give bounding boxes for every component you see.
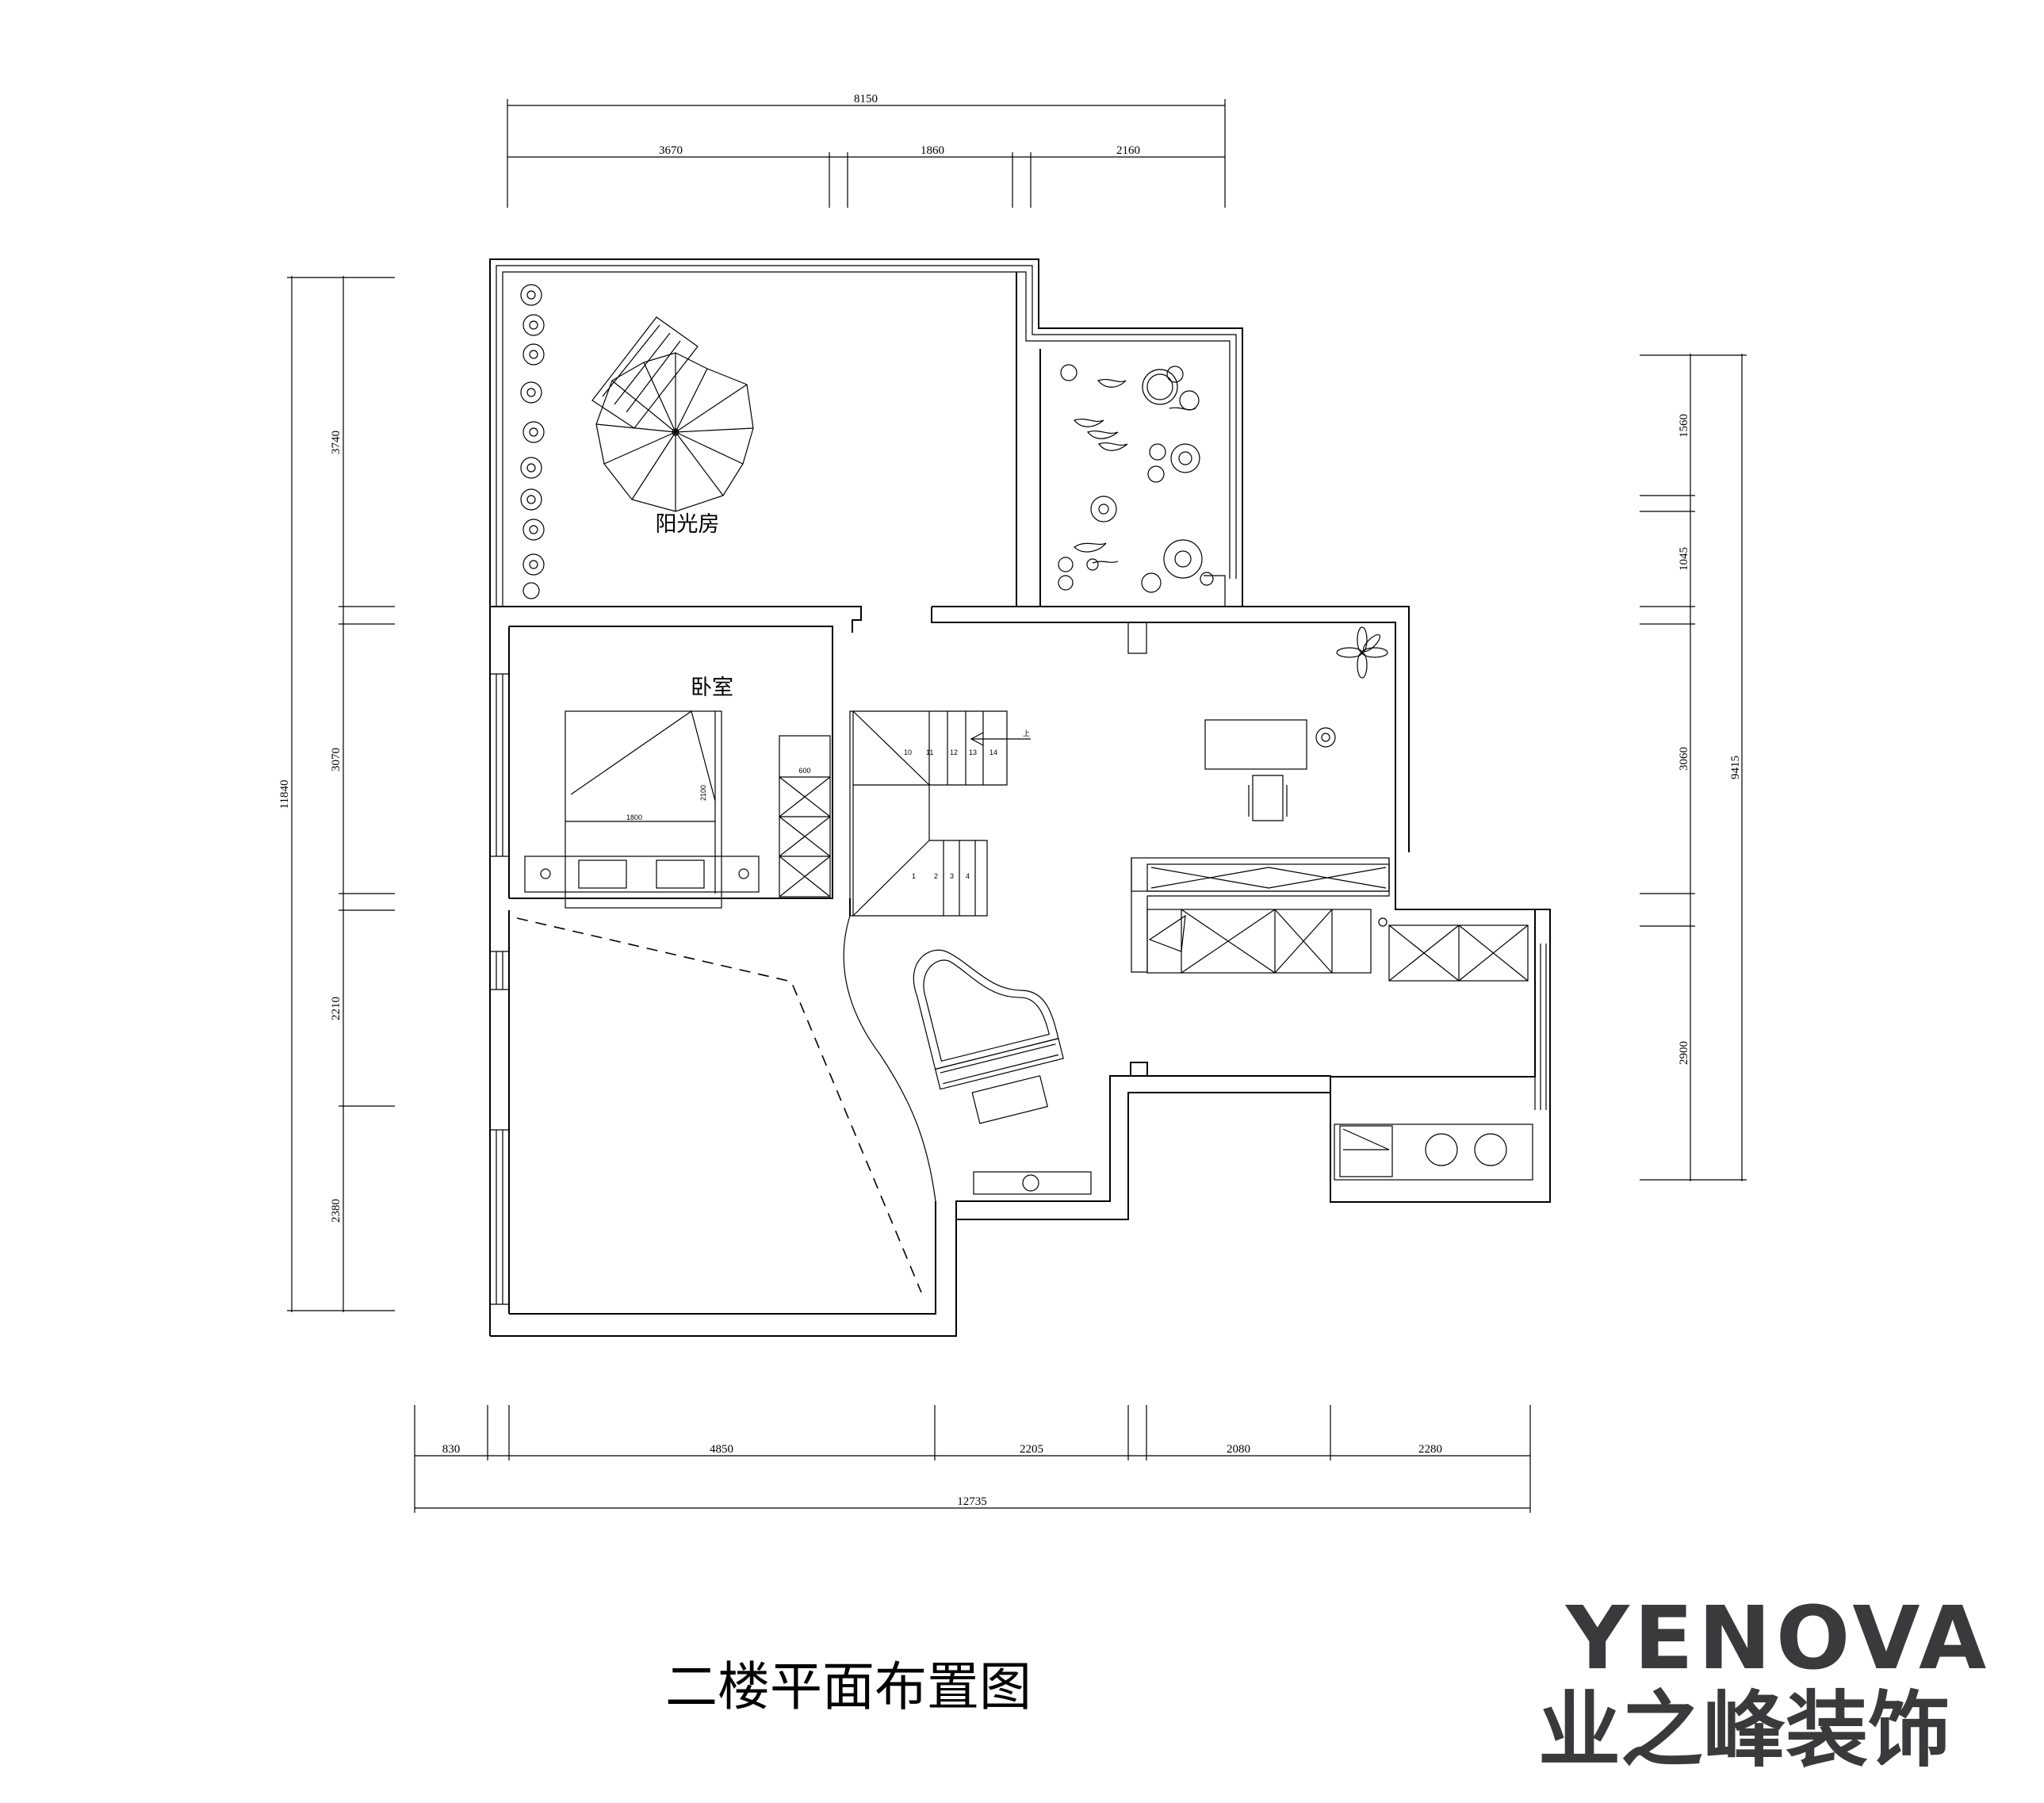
dim-right-total: 9415: [1729, 756, 1742, 779]
dim-right-3: 3060: [1678, 747, 1690, 771]
kitchen-counter: [1334, 1124, 1533, 1181]
room-label-bedroom: 卧室: [691, 676, 733, 700]
garden-plants: [1058, 364, 1214, 593]
wardrobe-depth-label: 600: [798, 767, 810, 775]
dim-right-2: 1045: [1678, 547, 1690, 571]
dim-top-2: 1860: [921, 144, 944, 157]
dim-right-4: 2900: [1678, 1041, 1690, 1065]
study-furniture: [1131, 626, 1529, 982]
stair-step-1: 1: [912, 872, 916, 880]
dim-bottom-4: 2080: [1227, 1443, 1250, 1456]
dimension-lines: [287, 99, 1747, 1513]
stair-step-12: 12: [950, 748, 958, 756]
dim-left-4: 2380: [330, 1199, 343, 1223]
dim-right-1: 1560: [1678, 414, 1690, 438]
dim-left-total: 11840: [278, 780, 291, 810]
living-area-lines: [516, 915, 936, 1293]
dim-left-2: 3070: [330, 748, 343, 771]
sunroom-furniture: [520, 284, 1214, 599]
walls: [489, 258, 1551, 1337]
stair-step-13: 13: [969, 748, 977, 756]
brand-name-en: YENOVA: [1564, 1587, 1991, 1689]
stair-step-11: 11: [926, 748, 933, 756]
dim-top-3: 2160: [1116, 144, 1140, 157]
room-label-sunroom: 阳光房: [656, 512, 720, 537]
stair-up-label: 上: [1023, 729, 1030, 737]
stair-step-14: 14: [989, 748, 997, 756]
planter-row: [520, 284, 545, 599]
piano: [913, 949, 1064, 1124]
stair-step-4: 4: [966, 872, 970, 880]
staircase: 上 10 11 12 13 14 1 2 3 4: [849, 710, 1031, 917]
bed-length-label: 2100: [699, 785, 707, 801]
stair-step-3: 3: [950, 872, 954, 880]
dim-bottom-5: 2280: [1418, 1443, 1442, 1456]
stair-step-2: 2: [934, 872, 938, 880]
bedroom-furniture: 1800 2100 600: [524, 710, 831, 909]
bed-width-label: 1800: [626, 813, 642, 821]
dimension-labels: 8150 3670 1860 2160 11840 3740 3070 2210…: [278, 93, 1742, 1508]
tv-cabinet: [973, 1171, 1092, 1195]
dim-left-1: 3740: [330, 431, 343, 454]
dim-left-3: 2210: [330, 997, 343, 1020]
dim-bottom-1: 830: [442, 1443, 461, 1456]
brand-name-cn: 业之峰装饰: [1538, 1682, 1950, 1778]
dim-top-1: 3670: [659, 144, 683, 157]
drawing-title: 二楼平面布置图: [665, 1656, 1032, 1717]
dim-top-total: 8150: [854, 93, 878, 105]
dim-bottom-3: 2205: [1020, 1443, 1043, 1456]
dim-bottom-total: 12735: [957, 1495, 987, 1508]
dim-bottom-2: 4850: [710, 1443, 733, 1456]
room-labels: 阳光房 卧室: [656, 512, 734, 700]
stair-step-10: 10: [904, 748, 912, 756]
brand-logo: YENOVA 业之峰装饰: [1538, 1587, 1991, 1778]
